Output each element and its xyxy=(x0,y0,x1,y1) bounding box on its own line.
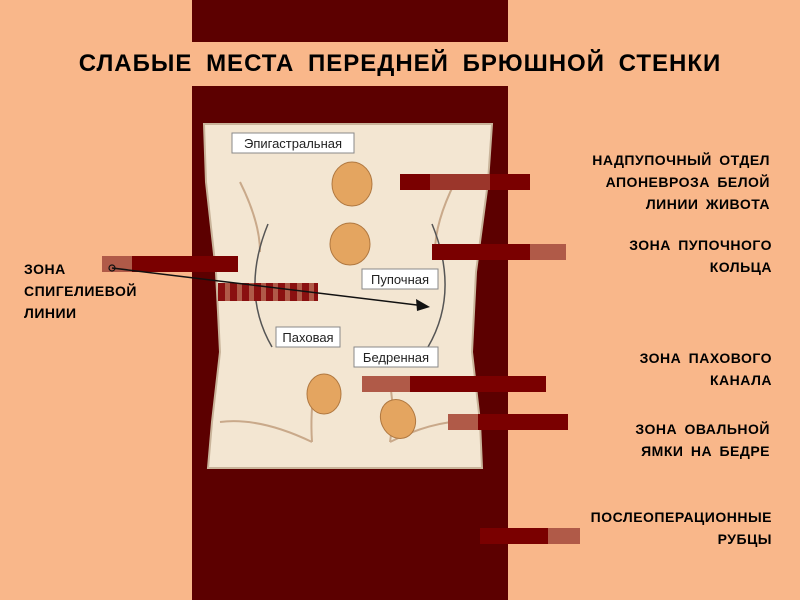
femoral-tag-text: Бедренная xyxy=(363,350,429,365)
pointer-bar-umbilical xyxy=(432,244,532,260)
top-stripe xyxy=(192,0,508,42)
pointer-bar-femoral-tip xyxy=(448,414,478,430)
femoral-tag xyxy=(353,346,439,368)
pointer-bar-epigastric-b xyxy=(430,174,490,190)
label-epigastric-linea-alba: НАДПУПОЧНЫЙ ОТДЕЛ АПОНЕВРОЗА БЕЛОЙ ЛИНИИ… xyxy=(592,152,770,212)
semilunar-line-right xyxy=(427,223,446,348)
label-inguinal-canal: ЗОНА ПАХОВОГО КАНАЛА xyxy=(639,350,772,388)
label-femoral-fossa: ЗОНА ОВАЛЬНОЙ ЯМКИ НА БЕДРЕ xyxy=(635,421,770,459)
inguinal-tag xyxy=(275,326,341,348)
umbilical-tag-text: Пупочная xyxy=(371,272,429,287)
pointer-bar-spigelian-dash xyxy=(218,283,318,301)
slide-title: СЛАБЫЕ МЕСТА ПЕРЕДНЕЙ БРЮШНОЙ СТЕНКИ xyxy=(78,50,722,77)
label-postoperative-scars: ПОСЛЕОПЕРАЦИОННЫЕ РУБЦЫ xyxy=(590,509,772,547)
pointer-bar-scars-tip xyxy=(548,528,580,544)
epigastric-tag-text: Эпигастральная xyxy=(244,136,342,151)
umbilical-hernia xyxy=(329,222,371,266)
femoral-hernia xyxy=(379,399,417,439)
pointer-bar-femoral xyxy=(448,414,568,430)
groin-line-left xyxy=(219,420,313,443)
pointer-bar-inguinal-tip xyxy=(362,376,410,392)
label-umbilical-ring: ЗОНА ПУПОЧНОГО КОЛЬЦА xyxy=(629,237,772,275)
pointer-bar-umbilical-tip xyxy=(530,244,566,260)
umbilical-tag xyxy=(361,268,439,290)
epigastric-tag xyxy=(231,132,355,154)
label-spigelian-line: ЗОНА СПИГЕЛИЕВОЙ ЛИНИИ xyxy=(24,261,137,321)
inguinal-tag-text: Паховая xyxy=(282,330,333,345)
inguinal-hernia xyxy=(306,373,342,415)
pointer-bar-spigelian xyxy=(102,256,238,272)
epigastric-hernia xyxy=(331,161,373,207)
